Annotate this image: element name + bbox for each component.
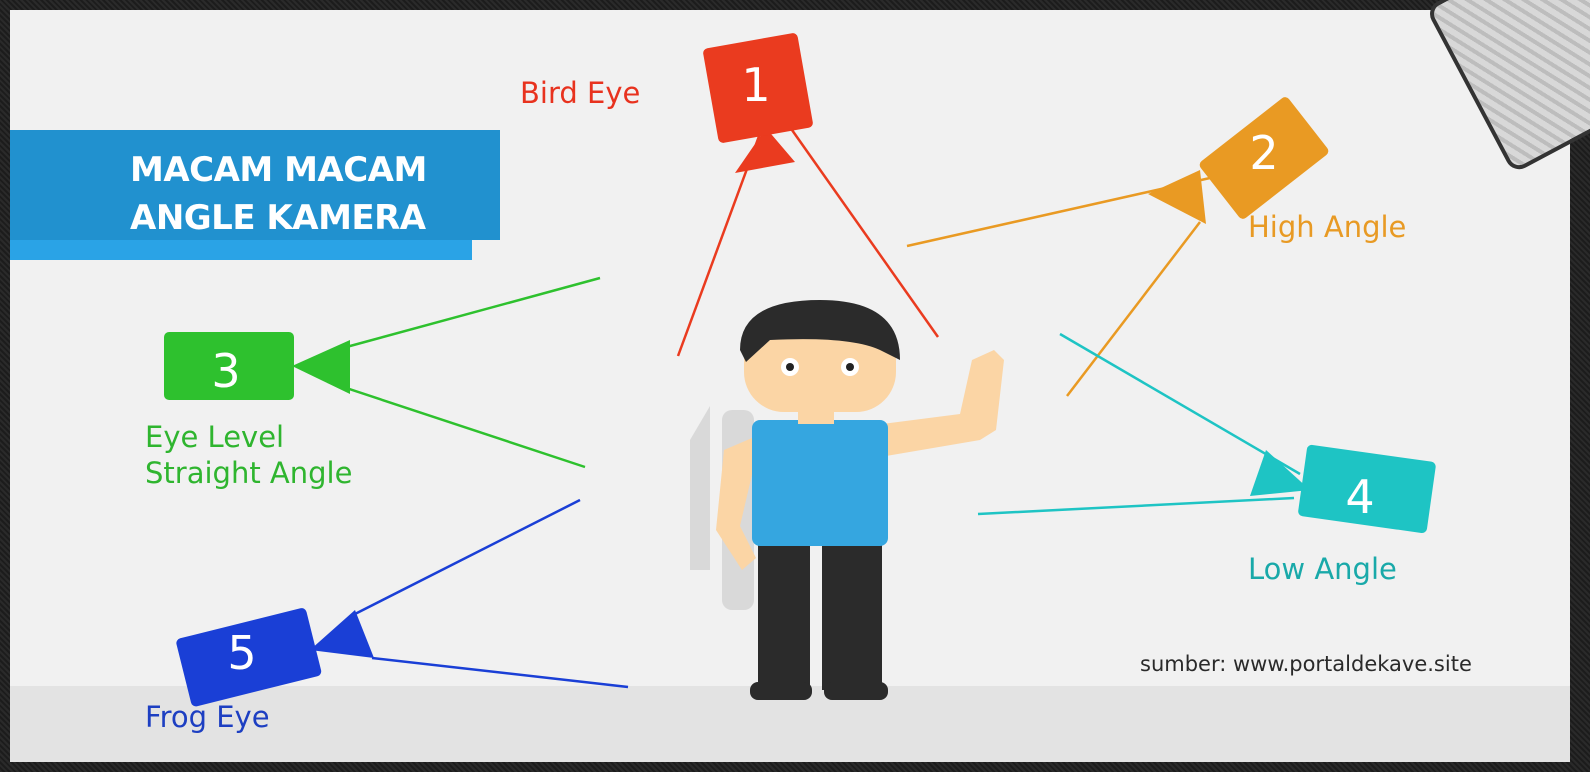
camera-2-label: High Angle [1248,210,1406,244]
camera-4-label: Low Angle [1248,552,1397,586]
person-shirt [752,420,888,546]
camera-3-label-line-2: Straight Angle [145,456,352,490]
source-credit: sumber: www.portaldekave.site [1140,652,1472,676]
camera-4-lens [1250,450,1310,496]
camera-3-view-line-top [328,278,600,352]
camera-4-view-line-top [1060,334,1300,474]
person-right-leg [822,540,882,690]
camera-3-number: 3 [186,344,266,398]
camera-2-view-line-bottom [1067,222,1200,396]
camera-5-view-line-top [355,500,580,614]
camera-5-view-line-bottom [372,658,628,687]
camera-4-number: 4 [1320,470,1400,524]
person-left-pupil [786,363,794,371]
camera-3-view-line-bottom [328,382,585,467]
infographic-panel: MACAM MACAM ANGLE KAMERA [10,10,1570,762]
person-right-shoe [824,682,888,700]
camera-1-label: Bird Eye [520,76,640,110]
camera-1-number: 1 [716,58,796,112]
camera-4-view-line-bottom [978,498,1294,514]
person-right-arm [882,350,1004,456]
camera-3-label-line-1: Eye Level [145,420,284,454]
person-right-pupil [846,363,854,371]
camera-2-lens [1148,170,1206,224]
camera-5-number: 5 [202,626,282,680]
person-left-shoe [750,682,812,700]
person-left-leg [758,540,810,690]
camera-5-label: Frog Eye [145,700,270,734]
camera-5-lens [310,610,374,658]
person-figure [690,300,1004,700]
person-shadow [690,406,710,570]
camera-3-lens [292,340,350,394]
camera-2-number: 2 [1224,126,1304,180]
